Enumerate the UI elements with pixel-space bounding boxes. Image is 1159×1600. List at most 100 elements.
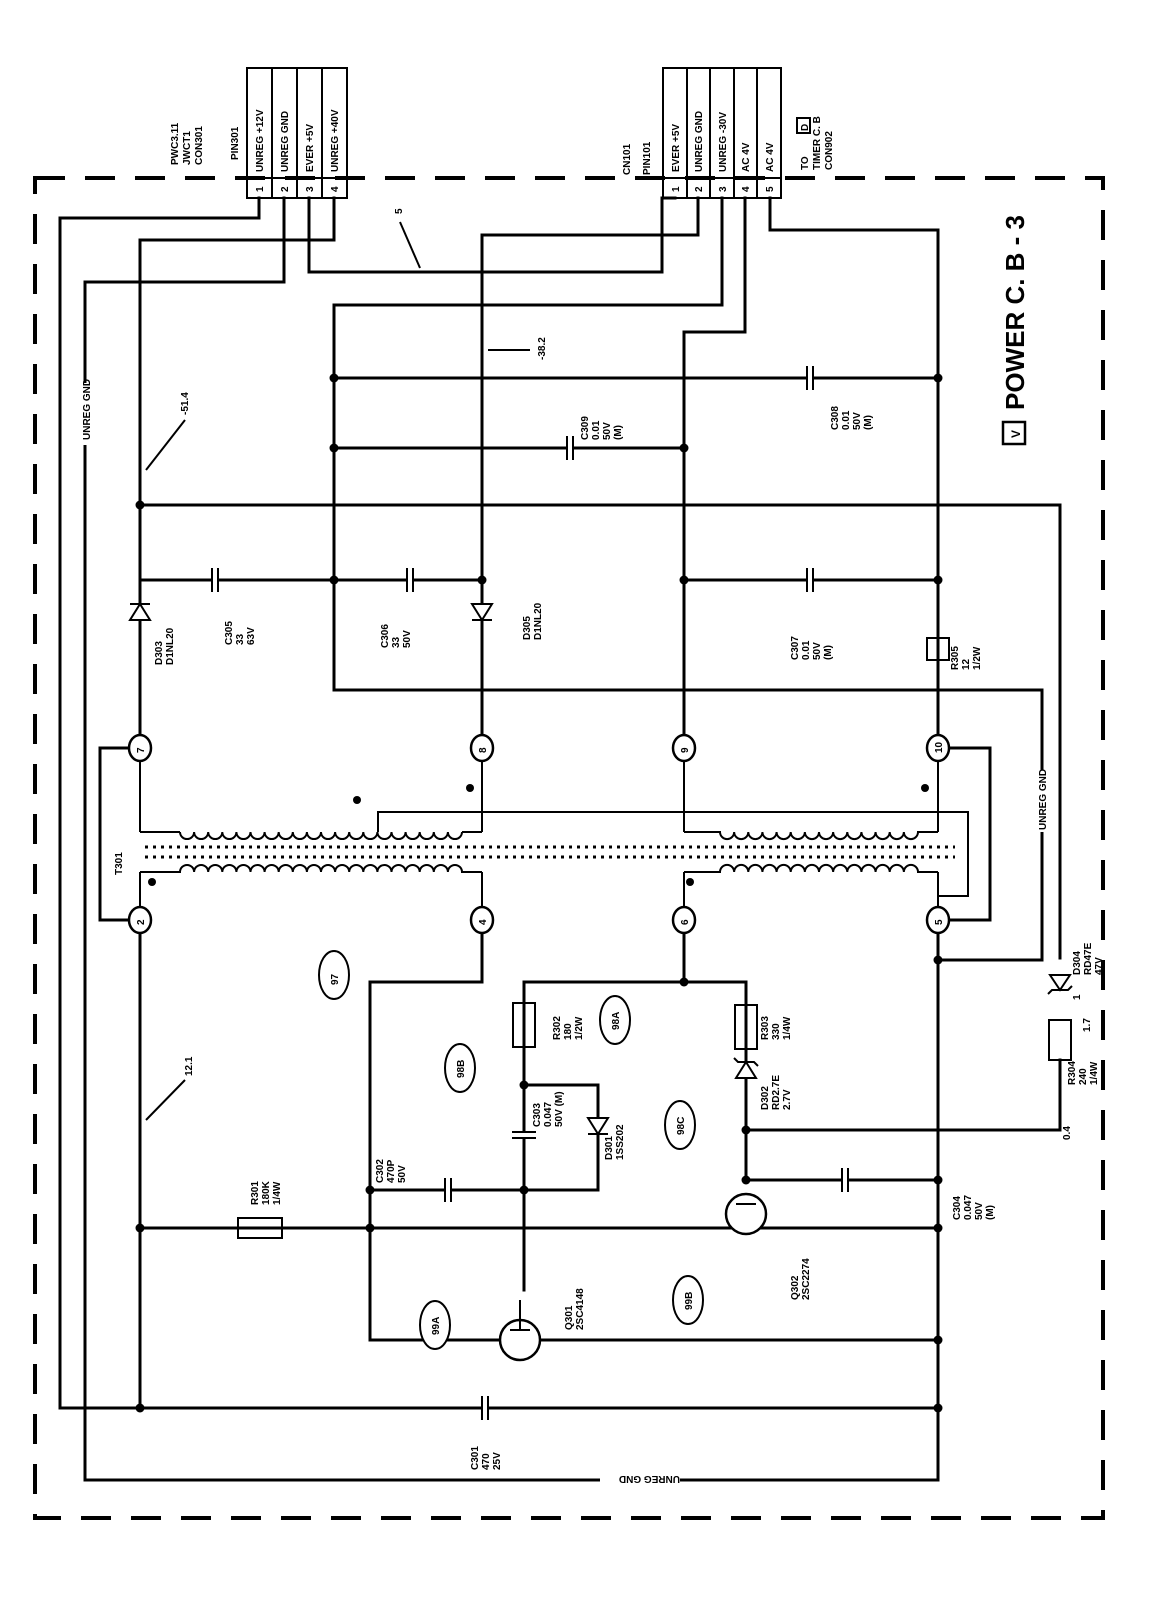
transformer-pin [925,733,951,763]
component-label-c301: C301 [470,1446,481,1470]
junction-dot [933,1223,943,1233]
component-label-q302: 2SC2274 [801,1258,812,1300]
junction-dot [933,955,943,965]
component-label-c309: (M) [613,425,624,440]
component-label-c307: 50V [812,642,823,660]
component-label-c303: C303 [532,1103,543,1127]
resistor-r303 [734,1004,758,1050]
label-con301: CON301 [194,126,205,165]
component-label-c304: 50V [974,1202,985,1220]
board-title: V POWER C. B - 3 [1000,215,1030,446]
net-label-unreg-gnd-3: UNREG GND [619,1473,680,1484]
connector-pin-name: EVER +5V [305,124,316,172]
test-point-label: 99A [431,1317,442,1335]
voltage-v4: 12.1 [184,1056,195,1076]
badge-d-text: D [800,124,811,131]
component-label-d304: D304 [1072,951,1083,975]
test-point-97 [318,950,350,1000]
connector-pin101-labels: CN101 PIN101 TO D TIMER C. B CON902 [622,116,835,175]
transformer-pin [671,733,697,763]
transformer-pin [469,905,495,935]
component-label-c304: (M) [985,1205,996,1220]
capacitor-c308 [806,366,814,390]
zener-d302 [733,1057,759,1079]
component-label-c309: 50V [602,422,613,440]
label-pwc: PWC3.11 [170,122,181,165]
connector-pin-number: 4 [330,186,341,192]
test-point-99b [672,1275,704,1325]
component-label-r305: 1/2W [972,646,983,670]
component-label-c302: 470P [386,1159,397,1183]
resistor-r301 [237,1217,283,1239]
component-label-r303: 1/4W [782,1016,793,1040]
component-label-d303: D303 [154,641,165,665]
component-label-c306: 33 [391,636,402,648]
label-jwct: JWCT1 [182,131,193,165]
component-label-r303: R303 [760,1016,771,1040]
component-label-c304: C304 [952,1196,963,1220]
connector-pin-name: EVER +5V [671,124,682,172]
connector-pin-number: 2 [280,186,291,192]
label-to: TO [800,156,811,170]
transformer-pin [925,905,951,935]
test-point-99a [419,1300,451,1350]
component-label-c303: 50V (M) [554,1091,565,1127]
component-label-r302: 180 [563,1023,574,1040]
capacitor-c301 [481,1396,489,1420]
test-point-label: 97 [330,973,341,985]
voltage-v7: 1 [1072,994,1083,1000]
net-label-unreg-gnd-2: UNREG GND [1038,769,1049,830]
component-label-r303: 330 [771,1023,782,1040]
transformer-pin [127,905,153,935]
component-label-c308: C308 [830,406,841,430]
connector-pin-number: 1 [671,186,682,192]
component-label-r301: R301 [250,1181,261,1205]
transformer-pin-number: 4 [478,919,489,925]
label-cn101: CN101 [622,143,633,175]
component-label-c309: C309 [580,416,591,440]
net-labels: UNREG GND UNREG GND UNREG GND [77,379,1049,1488]
junction-dot [477,575,487,585]
transformer-pin [469,733,495,763]
component-label-q301: Q301 [564,1305,575,1330]
component-label-r304: R304 [1067,1061,1078,1085]
connector-pin-name: UNREG +40V [330,109,341,172]
wires [58,196,1062,1482]
transistor-q302 [724,1192,768,1236]
voltage-v6: 0.4 [1062,1126,1073,1140]
component-label-q302: Q302 [790,1275,801,1300]
label-t301: T301 [114,852,125,875]
component-label-d303: D1NL20 [165,627,176,665]
title-badge [1001,420,1027,446]
component-label-c306: C306 [380,624,391,648]
component-label-c305: C305 [224,621,235,645]
junction-dot [933,1403,943,1413]
component-label-c303: 0.047 [543,1102,554,1127]
junction-dot [679,977,689,987]
connector-pin-name: UNREG -30V [718,112,729,172]
capacitor-c302 [444,1178,452,1202]
connector-pin-name: AC 4V [765,142,776,172]
voltage-annotations: -51.4 -38.2 5 12.1 1.7 0.4 1 [145,208,1093,1140]
component-label-d302: D302 [760,1086,771,1110]
capacitor-c306 [406,568,414,592]
component-label-c302: C302 [375,1159,386,1183]
test-point-label: 98C [676,1117,687,1135]
test-point-98c [664,1100,696,1150]
component-label-r305: 12 [961,658,972,670]
component-label-r304: 1/4W [1089,1061,1100,1085]
component-label-c309: 0.01 [591,420,602,440]
junction-dot [933,575,943,585]
connector-pin-name: UNREG GND [694,111,705,172]
connector-pin-name: AC 4V [741,142,752,172]
component-label-c302: 50V [397,1165,408,1183]
capacitor-c309 [566,436,574,460]
capacitor-c303 [512,1131,536,1139]
transformer-pin [671,905,697,935]
connector-pin-number: 4 [741,186,752,192]
